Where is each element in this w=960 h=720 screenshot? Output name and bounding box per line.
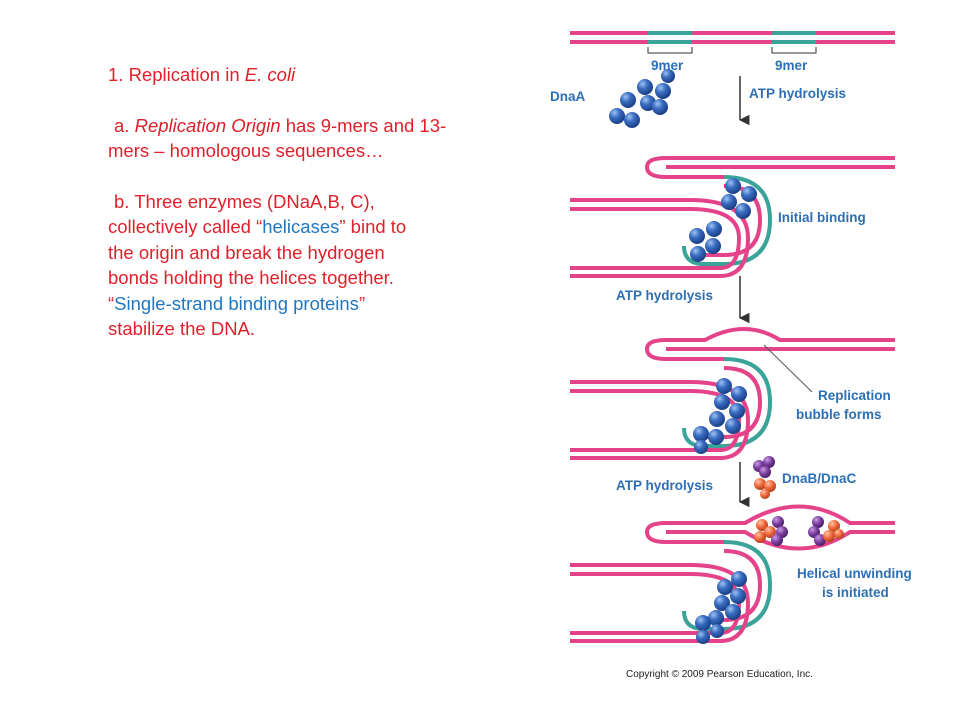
unwinding-label-line2: is initiated — [822, 585, 889, 600]
point-b-line1: b. Three enzymes (DNaA,B, C), — [114, 190, 375, 212]
bubble-label-line2: bubble forms — [796, 407, 882, 422]
helicase-left — [754, 516, 788, 546]
heading: 1. Replication in E. coli — [108, 64, 296, 85]
stage-initial-binding: Initial binding ATP hydrolysis — [570, 156, 895, 324]
point-b-line2: collectively called “helicases” bind to — [108, 216, 407, 237]
bubble-label-line1: Replication — [818, 388, 891, 403]
dnaa-protein-cluster — [609, 69, 675, 128]
stage-linear-dna: 9mer 9mer DnaA ATP hydrolysis — [550, 31, 895, 128]
ninemer-right-label: 9mer — [775, 58, 808, 73]
point-b-line4: bonds holding the helices together. — [108, 267, 394, 288]
ninemer-left-label: 9mer — [651, 58, 684, 73]
helicases-term: helicases — [262, 216, 340, 237]
copyright-text: Copyright © 2009 Pearson Education, Inc. — [626, 669, 813, 680]
unwinding-label-line1: Helical unwinding — [797, 566, 912, 581]
atp-hydrolysis-1-label: ATP hydrolysis — [749, 86, 846, 101]
dnaa-bubble-cluster — [693, 378, 747, 454]
stage-bubble-forms: Replication bubble forms ATP hydrolysis … — [570, 327, 895, 508]
dnaa-bound-cluster — [689, 178, 757, 262]
dnab-dnac-label: DnaB/DnaC — [782, 471, 857, 486]
point-b-line6: stabilize the DNA. — [108, 318, 256, 339]
ssb-term: Single-strand binding proteins — [114, 292, 359, 314]
initial-binding-label: Initial binding — [778, 210, 866, 225]
point-b-line3: the origin and break the hydrogen — [108, 241, 385, 263]
stage-helical-unwinding: Helical unwinding is initiated — [570, 504, 912, 644]
replication-diagram: 9mer 9mer DnaA ATP hydrolysis — [550, 31, 912, 680]
slide-text: 1. Replication in E. coli a. Replication… — [108, 62, 508, 342]
point-a-line2: mers – homologous sequences… — [108, 140, 384, 161]
dnaa-unwinding-cluster — [695, 571, 747, 644]
atp-hydrolysis-2-label: ATP hydrolysis — [616, 288, 713, 303]
point-b-line5: “Single-strand binding proteins” — [108, 292, 366, 314]
point-a-line1: a. Replication Origin has 9-mers and 13- — [114, 114, 447, 136]
helicase-right — [808, 516, 844, 546]
dnaa-label: DnaA — [550, 89, 586, 104]
atp-hydrolysis-3-label: ATP hydrolysis — [616, 478, 713, 493]
dnab-dnac-icon — [753, 456, 776, 499]
